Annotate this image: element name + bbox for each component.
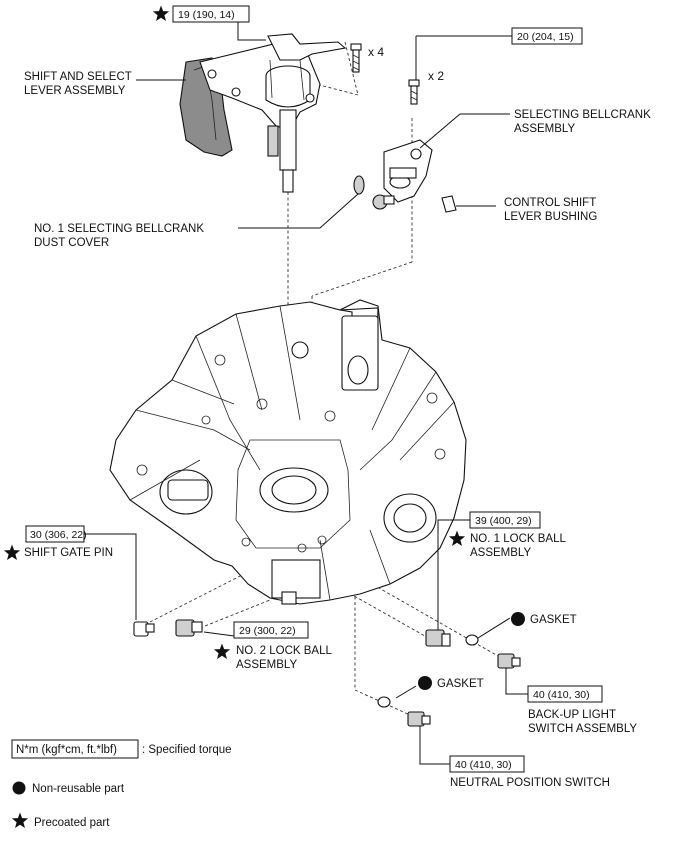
backup-light-switch-part xyxy=(497,653,521,669)
label-lock-ball-2: NO. 2 LOCK BALL ASSEMBLY xyxy=(236,645,335,671)
precoated-star-icon xyxy=(448,530,466,546)
label-line: LEVER BUSHING xyxy=(504,211,597,223)
label-lock-ball-1: NO. 1 LOCK BALL ASSEMBLY xyxy=(470,533,569,559)
label-neutral-switch: NEUTRAL POSITION SWITCH xyxy=(450,777,610,789)
torque-backup-light: 40 (410, 30) xyxy=(533,689,590,701)
gasket-upper-part xyxy=(465,634,479,646)
legend: N*m (kgf*cm, ft.*lbf) : Specified torque… xyxy=(11,739,232,829)
torque-shift-gate-pin: 30 (306, 22) xyxy=(30,529,87,541)
label-line: ASSEMBLY xyxy=(470,547,531,559)
label-line: LEVER ASSEMBLY xyxy=(24,85,126,97)
torque-bellcrank-bolts: 20 (204, 15) xyxy=(517,31,574,43)
shift-and-select-lever-part xyxy=(179,33,362,193)
callout-labels: SHIFT AND SELECT LEVER ASSEMBLY SELECTIN… xyxy=(3,71,654,789)
legend-torque-desc: : Specified torque xyxy=(142,744,232,756)
torque-neutral-switch: 40 (410, 30) xyxy=(455,759,512,771)
torque-spec-boxes: 19 (190, 14) x 4 20 (204, 15) x 2 30 (30… xyxy=(25,5,603,773)
label-line: BACK-UP LIGHT xyxy=(528,709,616,721)
non-reusable-dot-icon xyxy=(511,612,525,626)
legend-precoated: Precoated part xyxy=(34,817,110,829)
precoated-star-icon xyxy=(3,544,21,560)
gasket-lower-part xyxy=(377,696,391,708)
lock-ball-2-part xyxy=(175,619,203,637)
transaxle-case xyxy=(109,299,467,605)
precoated-star-icon xyxy=(213,643,231,659)
label-control-shift-bushing: CONTROL SHIFT LEVER BUSHING xyxy=(504,197,599,223)
precoated-star-icon xyxy=(152,5,170,21)
label-shift-select-lever: SHIFT AND SELECT LEVER ASSEMBLY xyxy=(24,71,135,97)
label-line: CONTROL SHIFT xyxy=(504,197,596,209)
non-reusable-dot-icon xyxy=(12,781,26,795)
torque-lock-ball-2: 29 (300, 22) xyxy=(239,625,296,637)
label-line: NO. 1 SELECTING BELLCRANK xyxy=(34,223,204,235)
leader-lines xyxy=(135,13,528,765)
lock-ball-1-part xyxy=(425,629,451,647)
label-line: ASSEMBLY xyxy=(514,123,575,135)
non-reusable-dot-icon xyxy=(418,676,432,690)
label-gasket-upper: GASKET xyxy=(530,614,577,626)
torque-lock-ball-1: 39 (400, 29) xyxy=(475,515,532,527)
legend-non-reusable: Non-reusable part xyxy=(32,783,125,795)
legend-torque-box: N*m (kgf*cm, ft.*lbf) xyxy=(16,744,117,756)
neutral-switch-part xyxy=(407,711,431,727)
label-line: NO. 2 LOCK BALL xyxy=(236,645,332,657)
label-line: NO. 1 LOCK BALL xyxy=(470,533,566,545)
label-line: ASSEMBLY xyxy=(236,659,297,671)
label-line: DUST COVER xyxy=(34,237,109,249)
multiplier-bellcrank-bolts: x 2 xyxy=(428,69,444,83)
label-dust-cover: NO. 1 SELECTING BELLCRANK DUST COVER xyxy=(34,223,207,249)
selecting-bellcrank-part xyxy=(353,79,457,213)
label-line: SELECTING BELLCRANK xyxy=(514,109,651,121)
multiplier-lever-bolts: x 4 xyxy=(368,45,384,59)
label-shift-gate-pin: SHIFT GATE PIN xyxy=(24,547,113,559)
precoated-star-icon xyxy=(11,812,29,828)
shift-gate-pin-part xyxy=(133,621,155,637)
label-backup-light: BACK-UP LIGHT SWITCH ASSEMBLY xyxy=(528,709,637,735)
torque-lever-bolts: 19 (190, 14) xyxy=(178,9,235,21)
label-gasket-lower: GASKET xyxy=(437,678,484,690)
label-selecting-bellcrank: SELECTING BELLCRANK ASSEMBLY xyxy=(514,109,654,135)
label-line: SHIFT AND SELECT xyxy=(24,71,132,83)
small-parts xyxy=(133,619,521,727)
label-line: SWITCH ASSEMBLY xyxy=(528,723,637,735)
